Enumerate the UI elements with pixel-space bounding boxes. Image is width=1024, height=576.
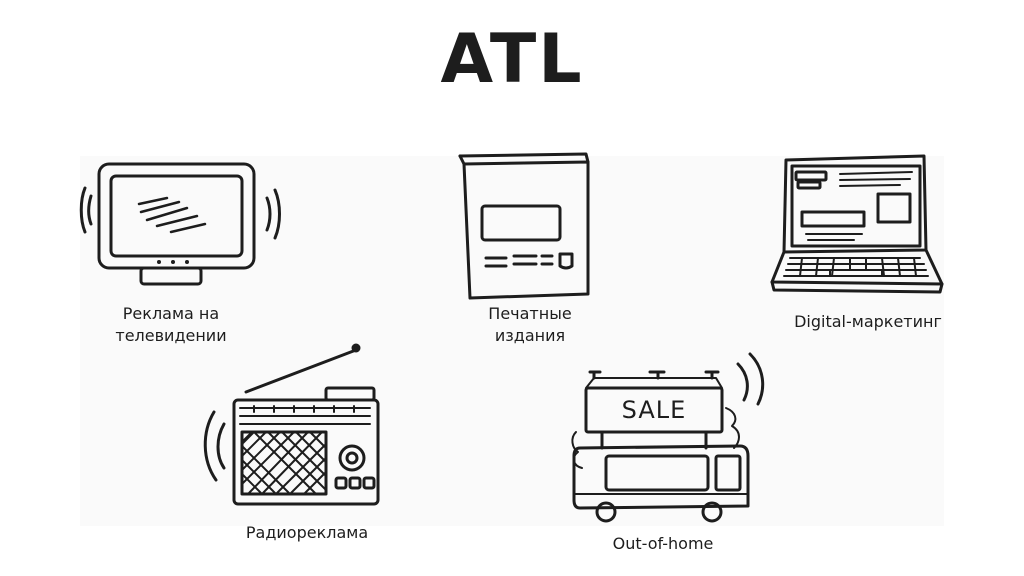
magazine-label-line-2: издания [494, 326, 566, 345]
billboard-label: Out-of-home [578, 533, 748, 555]
radio-label-line-1: Радиореклама [245, 523, 369, 542]
laptop-icon [768, 154, 948, 296]
laptop-label: Digital-маркетинг [778, 311, 958, 333]
tv-icon [75, 158, 285, 286]
billboard-bus-icon: SALE [566, 348, 770, 528]
billboard-sign-text: SALE [622, 396, 687, 424]
magazine-icon [456, 150, 596, 302]
tv-label: Реклама на телевидении [96, 303, 246, 347]
radio-label: Радиореклама [222, 522, 392, 544]
tv-label-line-2: телевидении [115, 326, 227, 345]
background-panel [80, 156, 944, 526]
magazine-label-line-1: Печатные [488, 304, 572, 323]
radio-icon [194, 342, 386, 508]
magazine-label: Печатные издания [450, 303, 610, 347]
tv-label-line-1: Реклама на [122, 304, 220, 323]
billboard-label-line-1: Out-of-home [612, 534, 714, 553]
laptop-label-line-1: Digital-маркетинг [794, 312, 942, 331]
page-title: ATL [440, 20, 584, 99]
